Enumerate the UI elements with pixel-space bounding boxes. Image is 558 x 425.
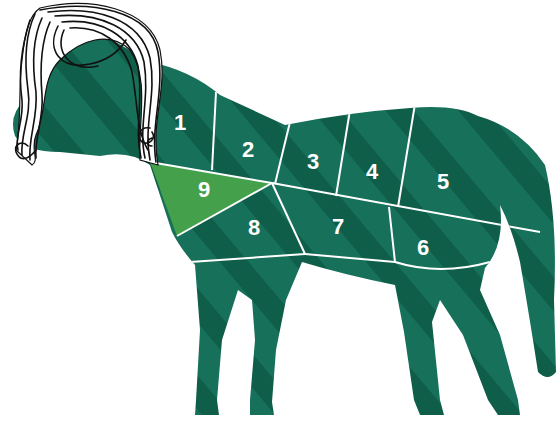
callout-number: 1 xyxy=(174,112,186,134)
mane xyxy=(16,4,162,165)
callout-number: 9 xyxy=(198,179,210,201)
callout-number: 2 xyxy=(242,139,254,161)
callout-number: 3 xyxy=(307,151,319,173)
callout-number: 7 xyxy=(332,216,344,238)
cut-lines xyxy=(150,70,540,269)
callout-number: 4 xyxy=(366,161,378,183)
callout-number: 5 xyxy=(437,171,449,193)
callout-number: 8 xyxy=(248,217,260,239)
callout-number: 6 xyxy=(417,237,429,259)
